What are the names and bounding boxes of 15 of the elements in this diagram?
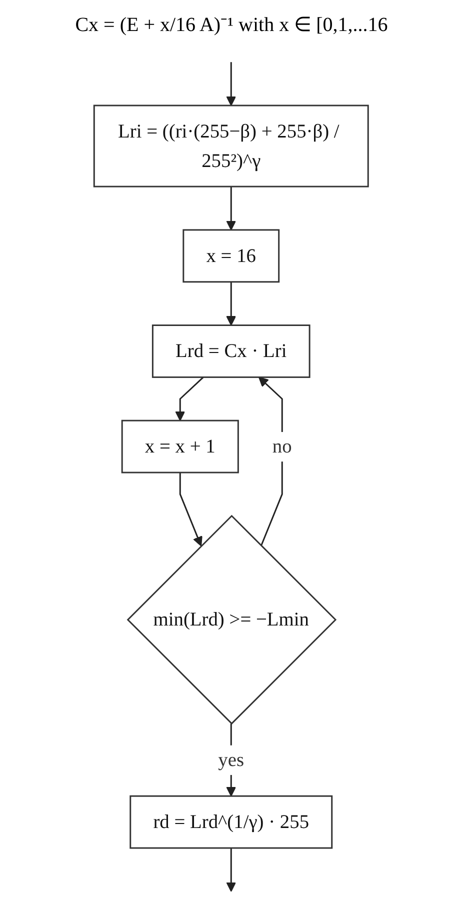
node-box: Lri = ((ri·(255−β) + 255·β) / 255²)^γ [94, 104, 370, 188]
node-box: Lrd = Cx · Lri [152, 324, 311, 378]
edge-label: no [272, 435, 292, 458]
arrow [226, 62, 237, 106]
arrow [226, 186, 237, 230]
node-diamond: min(Lrd) >= −Lmin [127, 514, 337, 725]
arrow [226, 282, 237, 326]
node-box: x = 16 [183, 229, 280, 283]
node-box: x = x + 1 [122, 420, 240, 474]
node-box: rd = Lrd^(1/γ) · 255 [130, 795, 333, 849]
arrow [175, 376, 204, 422]
arrow [180, 472, 203, 546]
edge-label: yes [218, 748, 244, 770]
arrow [226, 848, 237, 892]
formula-title: Cx = (E + x/16 A)⁻¹ with x ∈ [0,1,...16 [74, 13, 389, 37]
